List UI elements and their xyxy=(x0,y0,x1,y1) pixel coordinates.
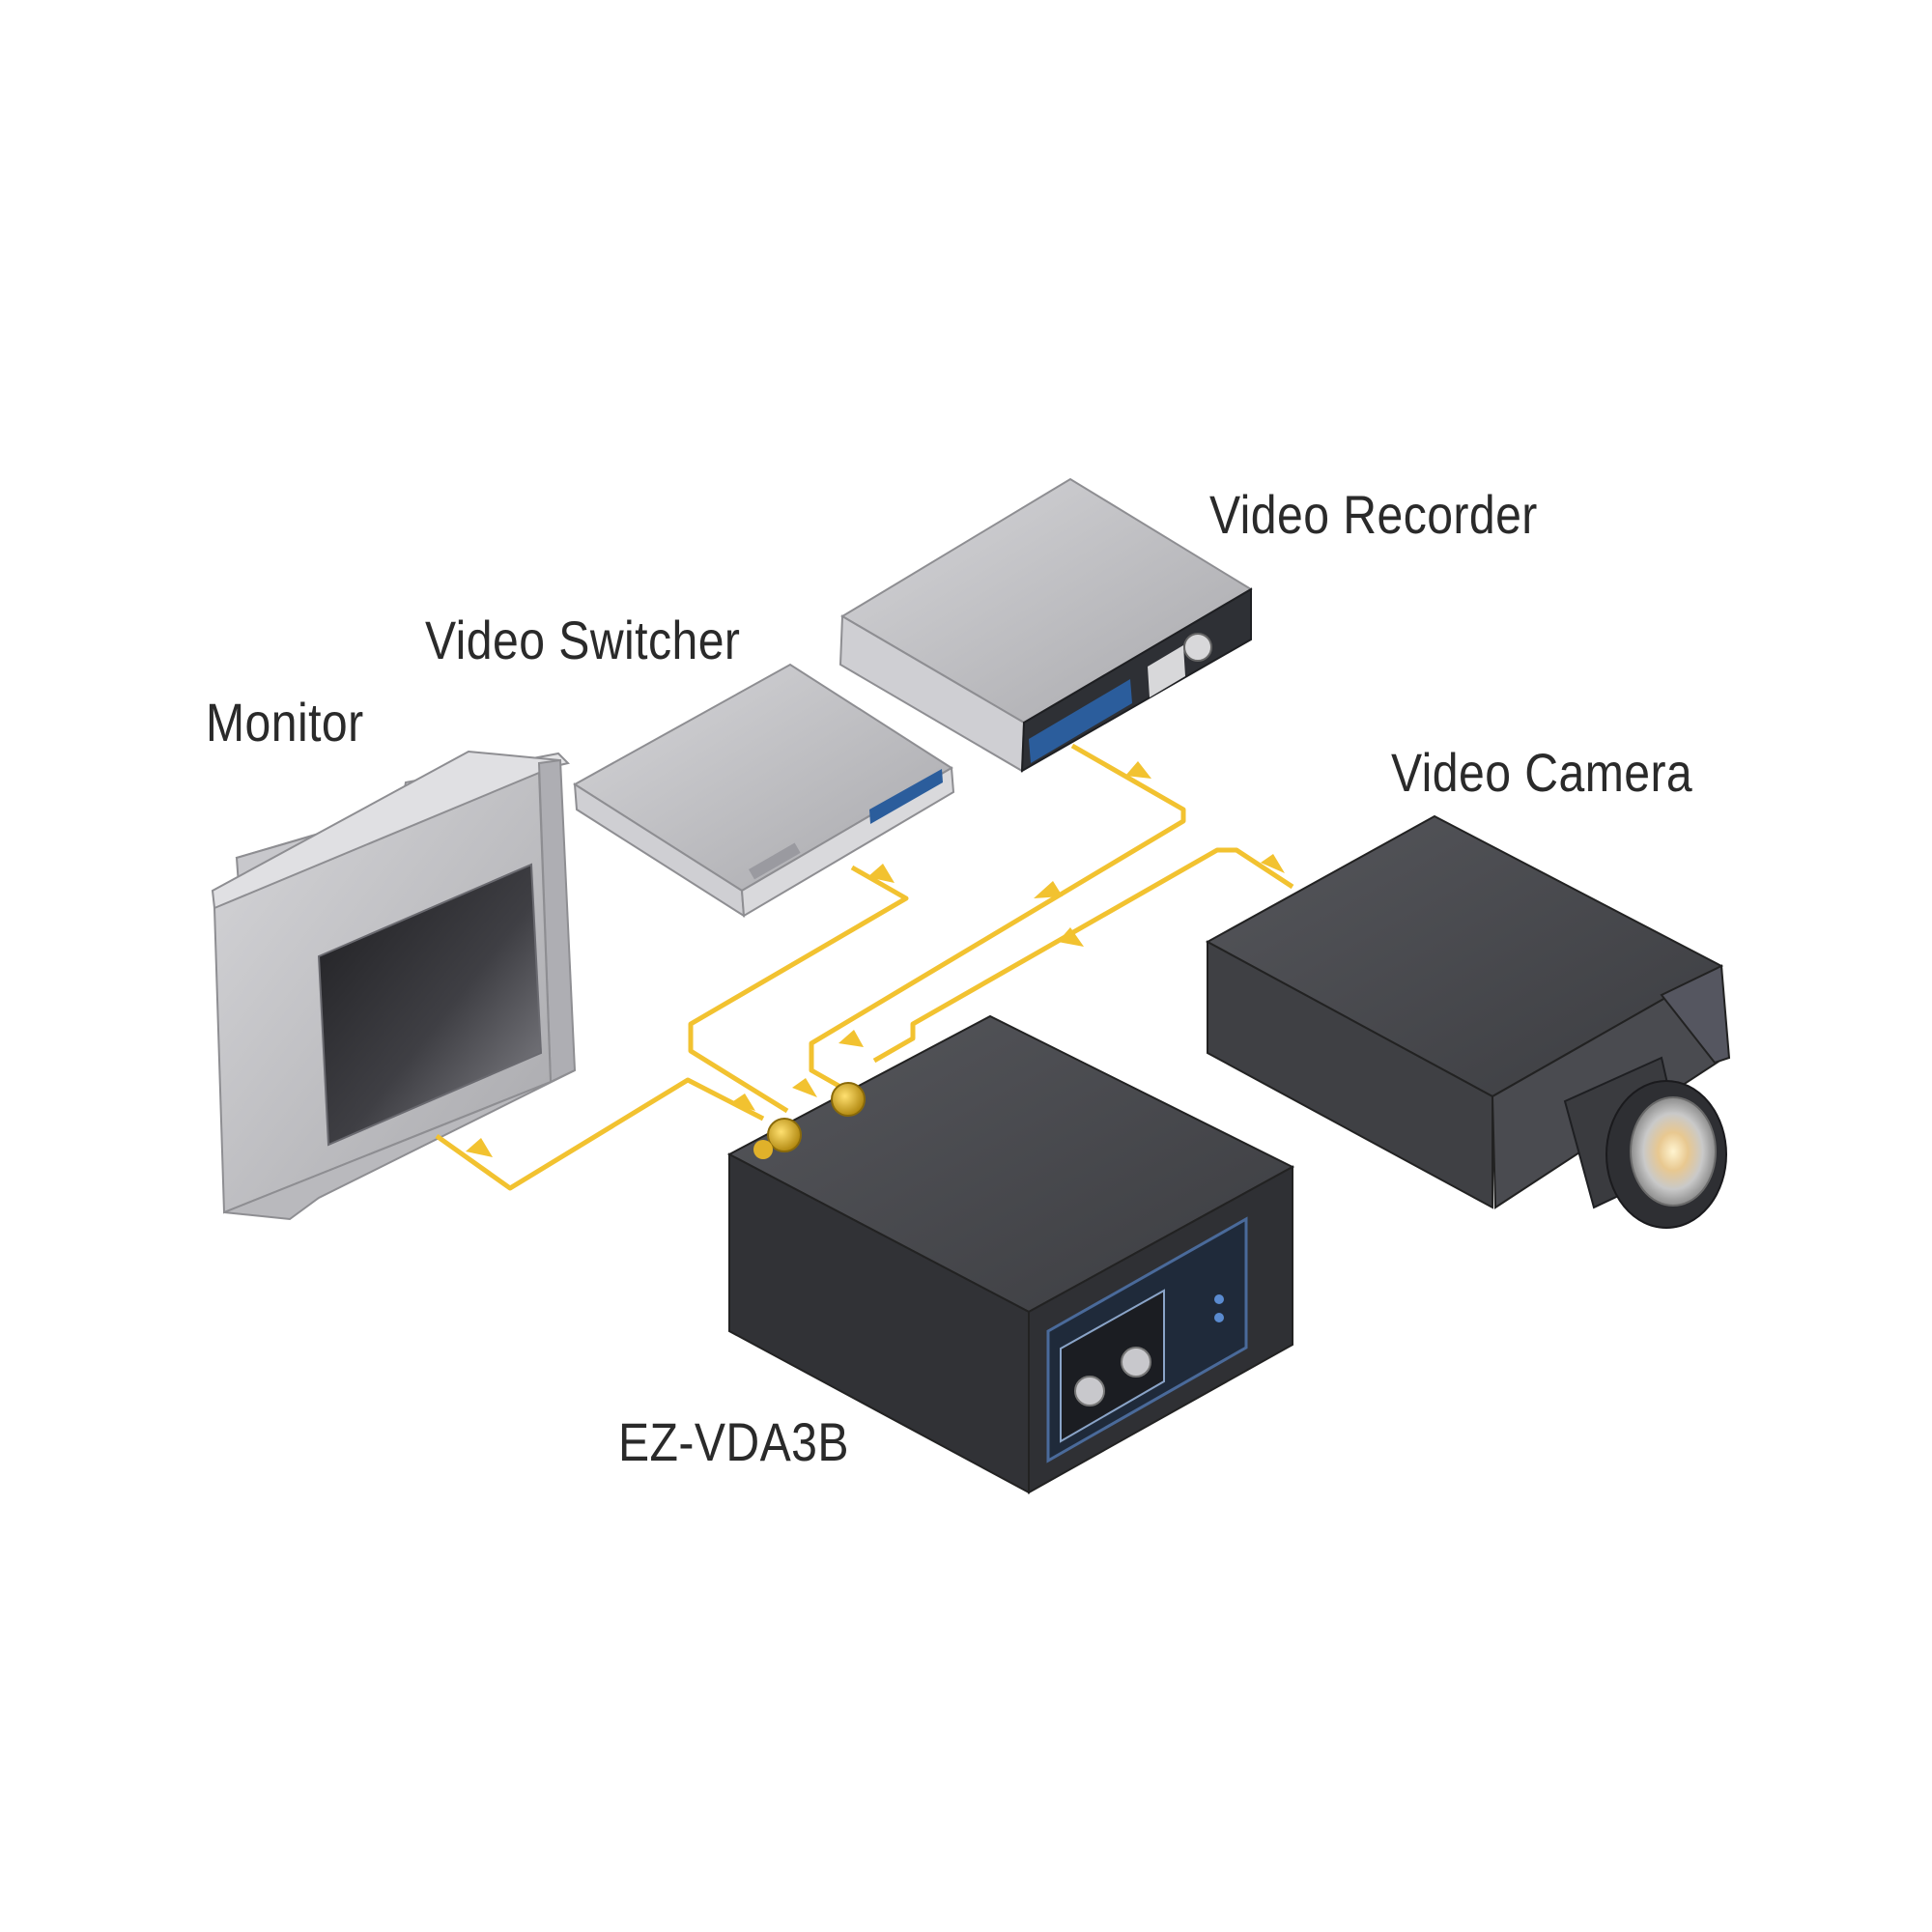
arrow-from-camera xyxy=(1261,854,1285,873)
cable-amp-to-switcher xyxy=(688,865,909,1114)
arrow-from-camera-2 xyxy=(1058,927,1084,947)
camera-lens-glass xyxy=(1630,1096,1717,1207)
recorder-keypad xyxy=(1148,645,1185,697)
amp-led-1 xyxy=(1214,1294,1224,1304)
arrow-to-switcher xyxy=(867,864,895,883)
amp-eq-knob xyxy=(1121,1347,1151,1378)
cable-amp-to-recorder xyxy=(809,743,1186,1090)
camera-left-face xyxy=(1207,940,1493,1209)
arrow-to-recorder xyxy=(1125,761,1151,779)
arrow-to-recorder-2 xyxy=(1034,881,1063,898)
recorder-blue-display xyxy=(1029,679,1132,763)
bnc-connector-1 xyxy=(767,1118,802,1152)
arrow-to-monitor xyxy=(466,1138,493,1157)
monitor-base-lip xyxy=(223,1069,576,1221)
ez-vda3b-device xyxy=(726,1014,1295,1494)
cable-amp-to-monitor xyxy=(435,1077,765,1191)
arrow-to-switcher-2 xyxy=(792,1078,817,1097)
signal-arrows xyxy=(466,761,1285,1157)
arrow-from-camera-3 xyxy=(838,1030,864,1047)
monitor-screen xyxy=(317,863,543,1147)
label-video-recorder: Video Recorder xyxy=(1209,484,1538,545)
bnc-connector-2 xyxy=(831,1082,866,1117)
label-video-camera: Video Camera xyxy=(1391,742,1693,803)
switcher-top-face xyxy=(573,663,953,893)
label-video-switcher: Video Switcher xyxy=(425,610,741,670)
bnc-connector-3 xyxy=(753,1140,773,1159)
recorder-jog-dial xyxy=(1183,633,1212,662)
amp-led-2 xyxy=(1214,1313,1224,1322)
amp-gain-knob xyxy=(1074,1376,1105,1406)
arrow-to-monitor-2 xyxy=(730,1094,755,1111)
camera-hood xyxy=(1660,964,1731,1065)
label-ez-vda3b: EZ-VDA3B xyxy=(618,1411,849,1472)
switcher-control-panel xyxy=(869,769,943,824)
switcher-display xyxy=(749,842,801,880)
video-switcher-device xyxy=(573,663,955,918)
label-monitor: Monitor xyxy=(206,692,364,753)
video-camera-device xyxy=(1205,814,1731,1229)
monitor-device xyxy=(211,750,577,1221)
video-recorder-device xyxy=(838,477,1253,773)
